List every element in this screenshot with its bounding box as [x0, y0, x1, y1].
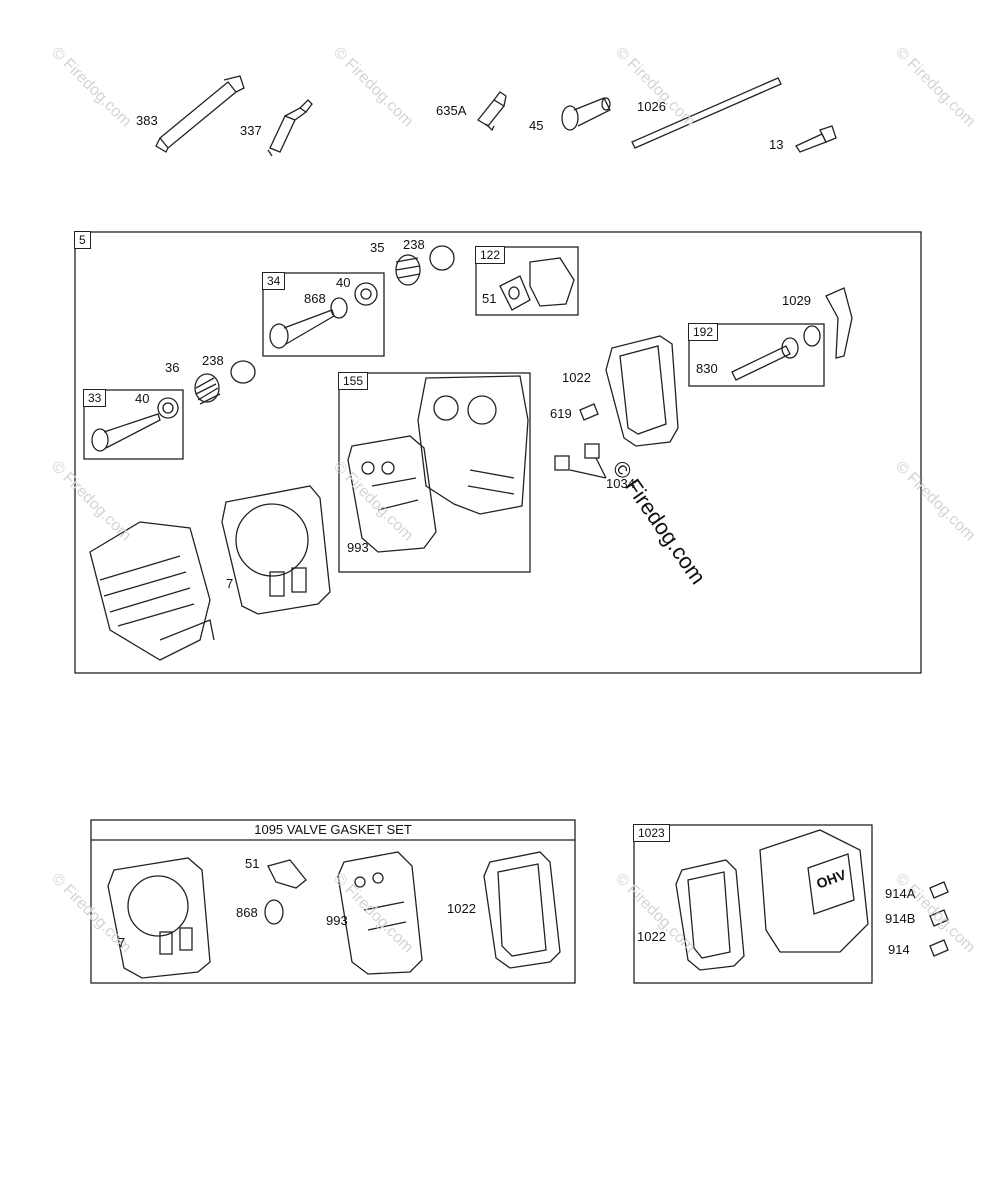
callout-238: 238: [202, 353, 224, 368]
callout-1022: 1022: [562, 370, 591, 385]
callout-1029: 1029: [782, 293, 811, 308]
part-34-valve: [269, 309, 335, 349]
callout-868: 868: [236, 905, 258, 920]
part-33-valve: [91, 413, 161, 452]
callout-1022: 1022: [447, 901, 476, 916]
box-number-122: 122: [475, 246, 506, 264]
part-337-spark-plug: [267, 99, 313, 157]
part-1029-rocker: [825, 287, 853, 359]
callout-51: 51: [482, 291, 497, 306]
part-7-head-gasket: [221, 485, 331, 615]
callout-914B: 914B: [885, 911, 916, 926]
callout-7: 7: [226, 576, 234, 591]
callout-45: 45: [529, 118, 544, 133]
callout-914: 914: [888, 942, 910, 957]
cover-set-1022: [675, 859, 745, 971]
callout-1022: 1022: [637, 929, 666, 944]
part-155-gaskets: [347, 375, 529, 553]
box-number-1023: 1023: [633, 824, 670, 842]
box-number-192: 192: [688, 323, 719, 341]
callout-238: 238: [403, 237, 425, 252]
callout-1034: 1034: [606, 476, 635, 491]
gasket-set-993: [337, 851, 423, 975]
part-35-spring: [395, 254, 421, 286]
callout-40: 40: [135, 391, 150, 406]
callout-830: 830: [696, 361, 718, 376]
callout-868: 868: [304, 291, 326, 306]
callout-51: 51: [245, 856, 260, 871]
part-635A: [477, 91, 507, 132]
box-number-155: 155: [338, 372, 369, 390]
part-1022-gasket: [605, 335, 679, 447]
callout-337: 337: [240, 123, 262, 138]
part-830-stud: [731, 325, 821, 381]
callout-35: 35: [370, 240, 385, 255]
gasket-set-title: 1095 VALVE GASKET SET: [254, 822, 412, 837]
callout-36: 36: [165, 360, 180, 375]
part-cylinder-head: [89, 521, 215, 661]
part-122-intake: [499, 257, 575, 311]
callout-1026: 1026: [637, 99, 666, 114]
callout-13: 13: [769, 137, 784, 152]
callout-383: 383: [136, 113, 158, 128]
valve-cover: [759, 829, 869, 953]
callout-635A: 635A: [436, 103, 467, 118]
callout-914A: 914A: [885, 886, 916, 901]
box-number-34: 34: [262, 272, 286, 290]
callout-619: 619: [550, 406, 572, 421]
box-number-5: 5: [74, 231, 91, 249]
callout-993: 993: [326, 913, 348, 928]
callout-40: 40: [336, 275, 351, 290]
callout-993: 993: [347, 540, 369, 555]
gasket-set-1022: [483, 851, 561, 969]
part-45-guide: [561, 97, 611, 131]
part-383-tube: [155, 75, 245, 153]
part-36-spring: [194, 373, 221, 405]
box-number-33: 33: [83, 389, 107, 407]
part-1026-push-rod: [631, 77, 782, 149]
part-13-bolt: [795, 125, 837, 153]
callout-7: 7: [118, 935, 126, 950]
gasket-set-7: [107, 857, 211, 979]
